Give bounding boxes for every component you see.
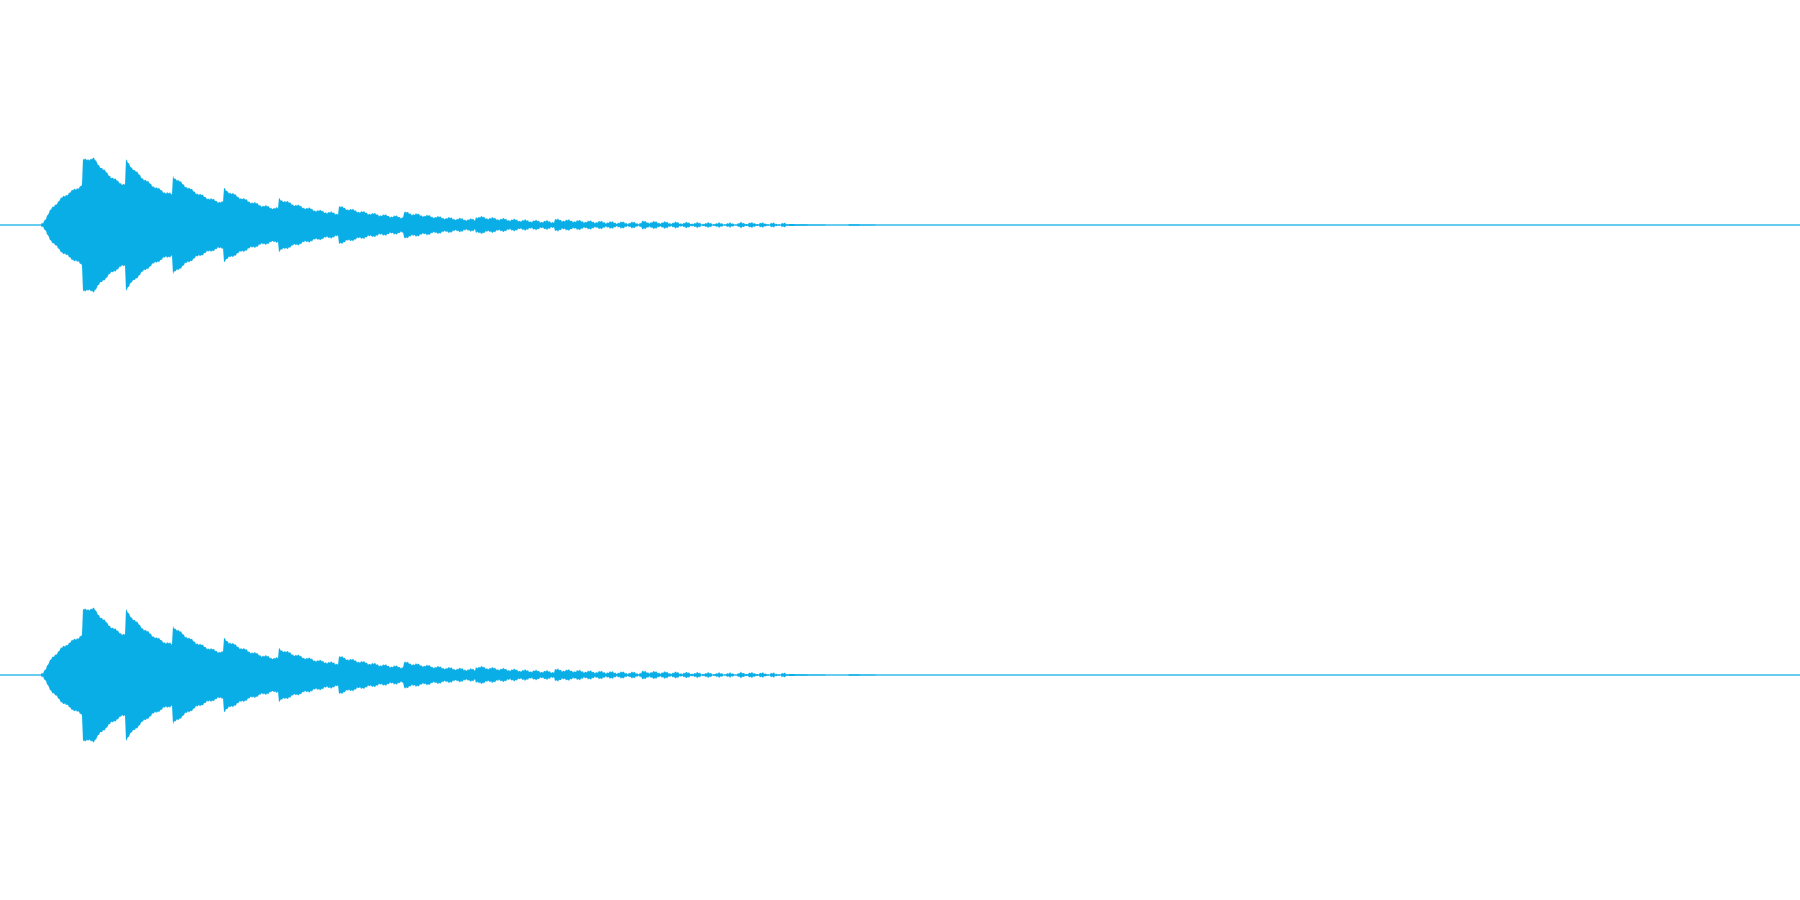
channel-left-envelope xyxy=(0,157,1800,293)
channel-left-waveform xyxy=(0,157,1800,293)
channel-right-envelope xyxy=(0,607,1800,743)
channel-right-waveform xyxy=(0,607,1800,743)
